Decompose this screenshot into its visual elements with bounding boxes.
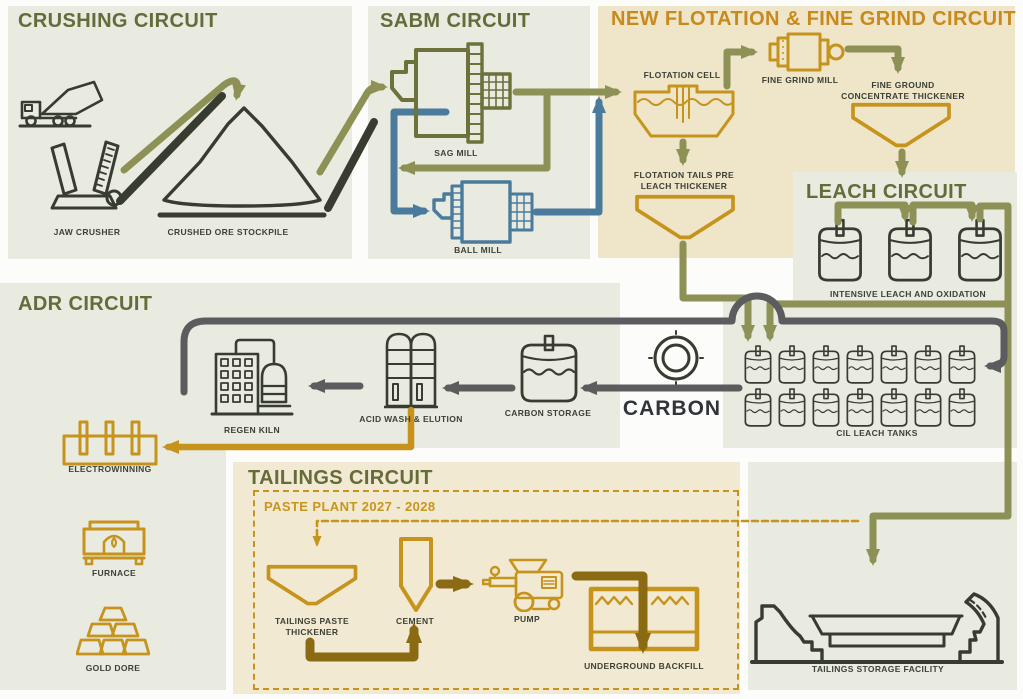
crushing-title: CRUSHING CIRCUIT	[18, 10, 218, 32]
cil-tank-icon	[743, 345, 773, 385]
tailings-paste-thickener-icon	[266, 560, 358, 612]
electrowinning-icon	[62, 420, 158, 466]
sabm-title: SABM CIRCUIT	[380, 10, 531, 32]
cil-tank-icon	[743, 388, 773, 428]
cil-tank-icon	[811, 345, 841, 385]
cil-tank-icon	[777, 345, 807, 385]
fine-grind-mill-label: FINE GRIND MILL	[761, 75, 839, 85]
regen-kiln-icon	[210, 336, 294, 418]
cil-tank-icon	[879, 388, 909, 428]
cil-tank-icon	[947, 345, 977, 385]
ball-mill-icon	[432, 180, 534, 244]
cil-tank-icon	[879, 345, 909, 385]
gold-dore-label: GOLD DORE	[85, 663, 141, 673]
flow-sag-to-ball	[390, 108, 450, 218]
flow-stockpile-to-sag	[316, 80, 388, 176]
flotation-tails-thickener-icon	[632, 194, 738, 242]
cil-tank-icon	[913, 388, 943, 428]
jaw-crusher-icon	[44, 134, 128, 218]
leach-tank-icon	[816, 216, 864, 286]
tailings-title: TAILINGS CIRCUIT	[248, 467, 433, 489]
stockpile-icon	[152, 96, 332, 220]
intensive-leach-tanks	[816, 216, 1004, 286]
flotation-cell-label: FLOTATION CELL	[643, 70, 721, 80]
electrowinning-label: ELECTROWINNING	[68, 464, 152, 474]
leach-tank-icon	[886, 216, 934, 286]
regen-kiln-label: REGEN KILN	[224, 425, 280, 435]
carbon-storage-icon	[518, 334, 580, 404]
carbon-atom-icon	[648, 330, 704, 386]
sag-mill-label: SAG MILL	[434, 148, 478, 158]
cil-leach-tank-grid	[743, 345, 979, 429]
flow-leach-to-cil	[763, 300, 1009, 342]
flow-elution-to-electrowinning	[162, 406, 415, 454]
pump-label: PUMP	[514, 614, 540, 624]
furnace-icon	[82, 520, 146, 566]
flotation-title: NEW FLOTATION & FINE GRIND CIRCUIT	[611, 8, 1017, 30]
cil-tank-icon	[777, 388, 807, 428]
flow-flotation-to-finegrind	[723, 45, 758, 90]
stockpile-label: CRUSHED ORE STOCKPILE	[167, 227, 289, 237]
flow-tails-to-cil	[679, 240, 755, 342]
underground-backfill-label: UNDERGROUND BACKFILL	[584, 661, 704, 671]
flow-finegrind-to-thickener	[844, 45, 905, 74]
flow-kiln-to-cil	[180, 292, 1008, 396]
sag-mill-icon	[388, 42, 514, 144]
furnace-label: FURNACE	[91, 568, 136, 578]
cil-tank-icon	[947, 388, 977, 428]
intensive-leach-label: INTENSIVE LEACH AND OXIDATION	[829, 289, 987, 299]
conveyor-2	[324, 118, 378, 212]
fine-grind-mill-icon	[766, 32, 846, 72]
flow-sag-recycle	[398, 92, 551, 175]
flotation-tails-thickener-label: FLOTATION TAILS PRE LEACH THICKENER	[633, 170, 735, 192]
cil-tank-icon	[845, 388, 875, 428]
flow-ball-return	[532, 96, 606, 216]
carbon-label: CARBON	[622, 397, 722, 420]
cement-hopper-icon	[398, 536, 434, 614]
adr-left-panel	[0, 283, 226, 690]
tsf-panel	[748, 462, 1017, 690]
fine-ground-thickener-icon	[848, 102, 954, 150]
flow-crusher-to-stockpile	[120, 77, 246, 174]
adr-title: ADR CIRCUIT	[18, 293, 153, 315]
pump-icon	[482, 558, 572, 612]
ball-mill-label: BALL MILL	[454, 245, 502, 255]
paste-plant-box	[253, 490, 739, 690]
cil-tank-icon	[845, 345, 875, 385]
tsf-label: TAILINGS STORAGE FACILITY	[811, 664, 945, 674]
conveyor-1	[116, 92, 226, 205]
acid-wash-label: ACID WASH & ELUTION	[359, 414, 463, 424]
cil-tank-icon	[913, 345, 943, 385]
flow-leach-tank2-3	[909, 201, 979, 226]
acid-wash-elution-icon	[384, 330, 438, 410]
gold-dore-icon	[76, 606, 150, 658]
cil-tank-icon	[811, 388, 841, 428]
carbon-storage-label: CARBON STORAGE	[504, 408, 592, 418]
fine-ground-thickener-label: FINE GROUND CONCENTRATE THICKENER	[841, 80, 965, 102]
flotation-cell-icon	[633, 84, 735, 140]
flow-tsf-line-to-paste-plant	[312, 519, 860, 547]
flow-pump-to-backfill	[571, 571, 651, 654]
cement-label: CEMENT	[396, 616, 434, 626]
tailings-storage-facility-icon	[748, 574, 1006, 666]
cil-panel	[723, 300, 795, 448]
sabm-panel	[368, 6, 590, 259]
flow-thickener-to-cement	[305, 622, 422, 662]
paste-plant-title: PASTE PLANT 2027 - 2028	[264, 499, 436, 514]
flow-leach-tank1-2	[834, 201, 912, 226]
tailings-paste-thickener-label: TAILINGS PASTE THICKENER	[274, 616, 349, 638]
flow-leach-to-tsf	[866, 202, 1012, 566]
jaw-crusher-label: JAW CRUSHER	[53, 227, 121, 237]
leach-title: LEACH CIRCUIT	[806, 181, 967, 203]
cil-tanks-label: CIL LEACH TANKS	[836, 428, 918, 438]
dump-truck-icon	[18, 80, 122, 130]
